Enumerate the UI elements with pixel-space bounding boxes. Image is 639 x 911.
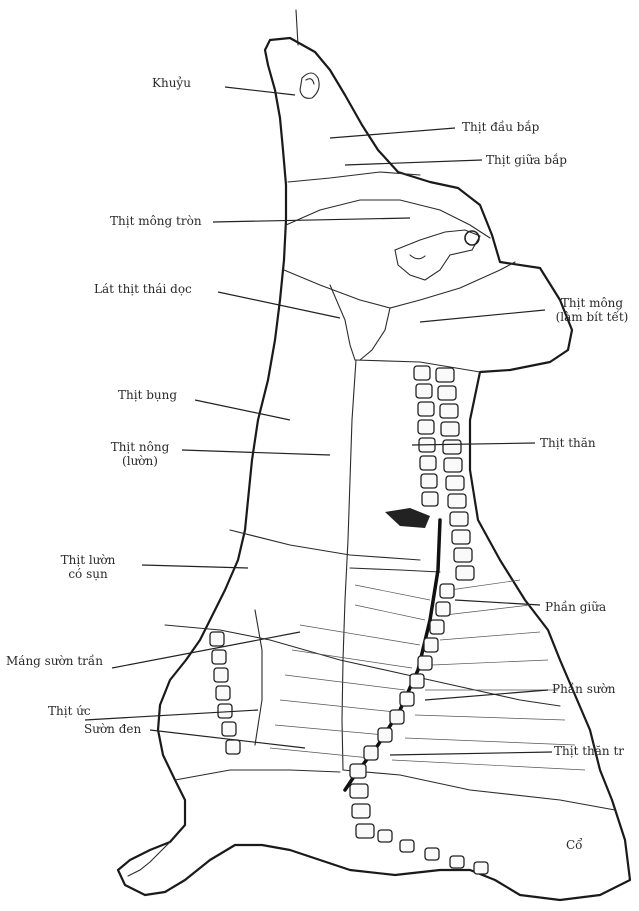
carcass-outline (118, 38, 630, 900)
label-thit-uc: Thịt ức (48, 704, 91, 718)
spine-notch (385, 508, 430, 528)
section-line (343, 770, 615, 810)
label-thit-mong-line2: (làm bít tết) (548, 310, 636, 324)
section-line (175, 770, 340, 780)
section-line (350, 568, 440, 572)
brisket-bones (210, 632, 240, 754)
label-co: Cổ (566, 838, 583, 852)
leader-lines (85, 87, 552, 755)
section-line (288, 172, 420, 182)
label-thit-luon: Thịt lườn có sụn (48, 553, 128, 581)
rib-hatching (270, 580, 585, 770)
hip-bone (395, 230, 480, 280)
label-thit-luon-line2: có sụn (48, 567, 128, 581)
label-thit-luon-line1: Thịt lườn (48, 553, 128, 567)
label-thit-mong: Thịt mông (làm bít tết) (548, 296, 636, 324)
section-line (342, 360, 356, 770)
hook-line (296, 10, 298, 45)
label-mang-suon-tran: Máng sườn trần (6, 654, 103, 668)
label-thit-nong: Thịt nông (lườn) (100, 440, 180, 468)
section-line (360, 308, 390, 360)
label-phan-giua: Phần giữa (545, 600, 606, 614)
section-line (230, 530, 420, 560)
section-line (255, 610, 262, 745)
label-suon-den: Sườn đen (84, 722, 141, 736)
label-lat-thit-thai-doc: Lát thịt thái dọc (94, 282, 192, 296)
spine-line (345, 520, 440, 790)
vertebrae (350, 366, 488, 874)
label-thit-bung: Thịt bụng (118, 388, 177, 402)
label-thit-than: Thịt thăn (540, 436, 596, 450)
label-thit-mong-line1: Thịt mông (548, 296, 636, 310)
label-thit-giua-bap: Thịt giữa bắp (486, 153, 567, 167)
elbow-joint (300, 73, 319, 98)
label-thit-nong-line1: Thịt nông (100, 440, 180, 454)
label-phan-suon: Phần sườn (552, 682, 616, 696)
label-thit-than-tr: Thịt thăn tr (554, 744, 624, 758)
label-khuyu: Khuỷu (152, 76, 191, 90)
label-thit-nong-line2: (lườn) (100, 454, 180, 468)
label-thit-dau-bap: Thịt đầu bắp (462, 120, 539, 134)
label-thit-mong-tron: Thịt mông tròn (110, 214, 202, 228)
section-line (284, 262, 515, 308)
